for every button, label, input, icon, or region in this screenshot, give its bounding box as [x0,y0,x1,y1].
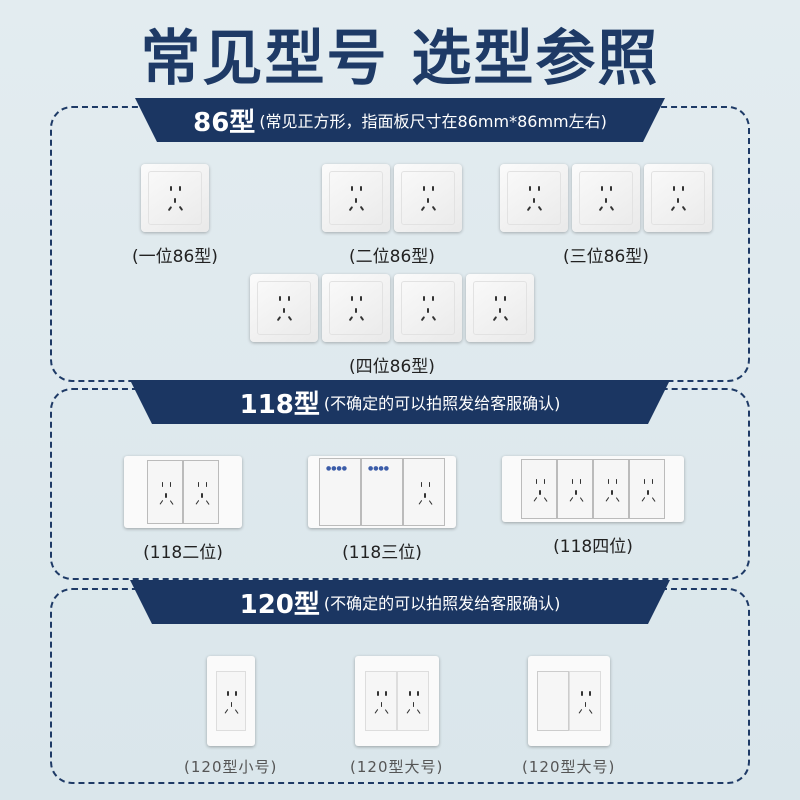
socket-plate [500,164,568,232]
socket-module [568,671,601,731]
caption-118-two: (118二位) [143,543,223,563]
item-86-four: (四位86型) [248,274,536,377]
plate-120-large-switch [527,656,610,746]
socket-module [521,459,557,519]
socket-plate [394,274,462,342]
item-86-one: (一位86型) [132,164,218,267]
caption-86-two: (二位86型) [349,247,435,267]
banner-86-subtitle: (常见正方形，指面板尺寸在86mm*86mm左右) [259,112,607,131]
socket-module [183,460,219,524]
section-86: 86型 (常见正方形，指面板尺寸在86mm*86mm左右) (一位86型) (二… [50,106,750,382]
plate-118-four [502,456,684,522]
socket-module [396,671,429,731]
banner-120-title: 120型 [239,589,320,620]
socket-plate [644,164,712,232]
item-118-three: ●●●● ●●●● (118三位) [308,456,456,563]
item-120-small: (120型小号) [184,656,277,777]
section-120: 120型 (不确定的可以拍照发给客服确认) (120型小号) (120型大号) … [50,588,750,784]
plate-118-two [124,456,242,528]
banner-118-subtitle: (不确定的可以拍照发给客服确认) [323,394,561,413]
banner-118-title: 118型 [239,389,320,420]
socket-plate [250,274,318,342]
switch-indicator-icon: ●●●● [368,465,389,472]
socket-plate [322,164,390,232]
plate-120-small [206,656,255,746]
section-118: 118型 (不确定的可以拍照发给客服确认) (118二位) ●●●● ●●●● … [50,388,750,580]
banner-86-title: 86型 [193,107,256,138]
socket-plate [572,164,640,232]
banner-120: 120型 (不确定的可以拍照发给客服确认) [130,580,670,624]
socket-plate [322,274,390,342]
socket-module [147,460,183,524]
banner-120-subtitle: (不确定的可以拍照发给客服确认) [323,594,561,613]
banner-86: 86型 (常见正方形，指面板尺寸在86mm*86mm左右) [135,98,665,142]
caption-86-one: (一位86型) [132,247,218,267]
caption-120-large: (120型大号) [350,758,444,776]
caption-118-three: (118三位) [342,543,422,563]
socket-plate [394,164,462,232]
item-118-two: (118二位) [124,456,242,563]
switch-indicator-icon: ●●●● [326,465,347,472]
socket-plate [140,164,209,232]
plate-120-large [354,656,439,746]
item-118-four: (118四位) [502,456,684,557]
socket-module [364,671,397,731]
item-120-large-switch: (120型大号) [522,656,615,777]
socket-module [629,459,665,519]
caption-118-four: (118四位) [553,537,633,557]
caption-86-three: (三位86型) [563,247,649,267]
switch-rocker [536,671,569,731]
socket-module [403,458,445,526]
page-title: 常见型号 选型参照 [140,24,660,94]
caption-120-large-switch: (120型大号) [522,758,616,776]
caption-86-four: (四位86型) [349,357,435,377]
item-120-large: (120型大号) [350,656,443,777]
item-86-two: (二位86型) [320,164,464,267]
plate-118-three: ●●●● ●●●● [308,456,456,528]
socket-module [557,459,593,519]
banner-118: 118型 (不确定的可以拍照发给客服确认) [130,380,670,424]
caption-120-small: (120型小号) [184,758,278,776]
socket-module [593,459,629,519]
socket-plate [466,274,534,342]
item-86-three: (三位86型) [498,164,714,267]
socket-module [215,671,246,731]
